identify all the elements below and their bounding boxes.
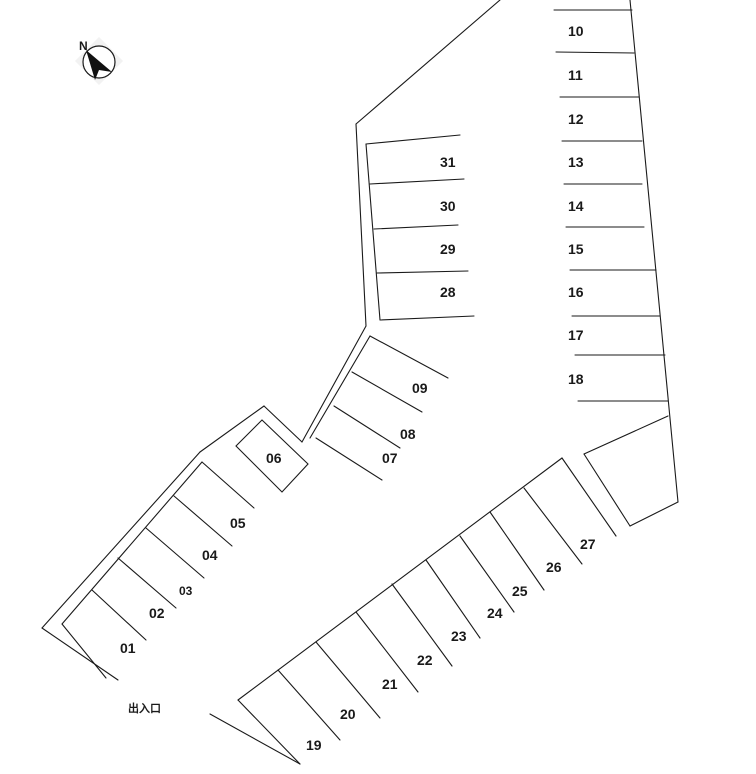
space-label-25: 25 [512, 583, 528, 599]
space-label-11: 11 [568, 67, 583, 83]
space-label-13: 13 [568, 154, 584, 170]
space-label-22: 22 [417, 652, 433, 668]
space-label-20: 20 [340, 706, 356, 722]
space-label-29: 29 [440, 241, 456, 257]
compass-north-letter: N [79, 39, 88, 53]
space-labels: 01 02 03 04 05 06 07 08 09 10 11 12 13 1… [120, 23, 596, 753]
space-label-06: 06 [266, 450, 282, 466]
space-label-03: 03 [179, 584, 193, 598]
space-label-15: 15 [568, 241, 584, 257]
space-label-26: 26 [546, 559, 562, 575]
space-label-28: 28 [440, 284, 456, 300]
space-label-23: 23 [451, 628, 467, 644]
space-label-09: 09 [412, 380, 428, 396]
space-label-14: 14 [568, 198, 584, 214]
space-label-05: 05 [230, 515, 246, 531]
space-label-16: 16 [568, 284, 584, 300]
space-label-07: 07 [382, 450, 398, 466]
space-label-18: 18 [568, 371, 584, 387]
space-label-17: 17 [568, 327, 584, 343]
space-label-21: 21 [382, 676, 398, 692]
space-label-27: 27 [580, 536, 596, 552]
compass-north-icon: N [74, 36, 124, 86]
space-label-12: 12 [568, 111, 584, 127]
lot-boundary [41, 0, 679, 765]
space-label-24: 24 [487, 605, 503, 621]
space-label-02: 02 [149, 605, 165, 621]
space-label-04: 04 [202, 547, 218, 563]
space-label-31: 31 [440, 154, 456, 170]
space-label-01: 01 [120, 640, 136, 656]
space-label-08: 08 [400, 426, 416, 442]
space-label-30: 30 [440, 198, 456, 214]
space-label-19: 19 [306, 737, 322, 753]
entrance-label: 出入口 [128, 701, 161, 715]
space-label-10: 10 [568, 23, 584, 39]
stall-dividers [91, 9, 669, 741]
